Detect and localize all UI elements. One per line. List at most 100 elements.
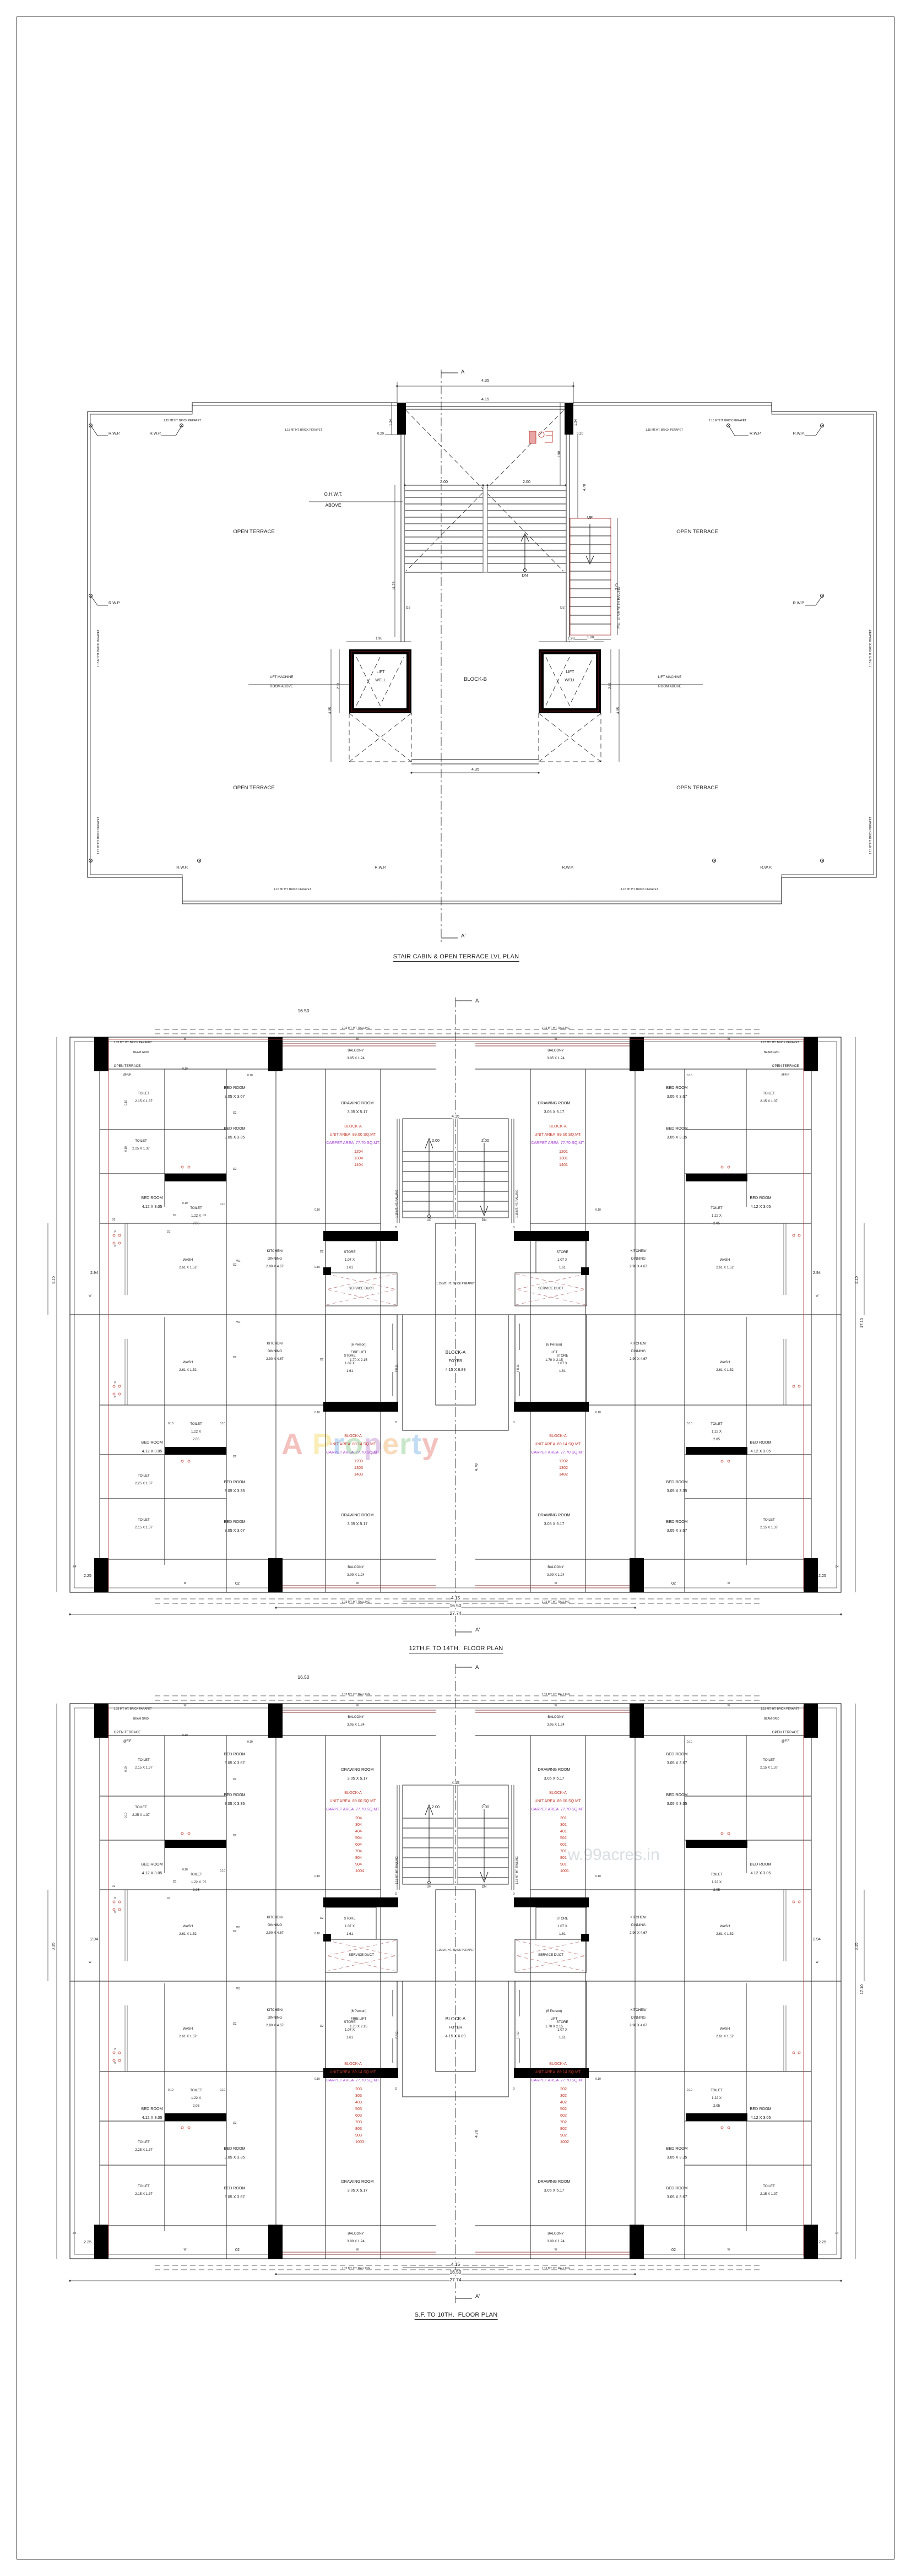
parapet-note: 1.15 MT. HT. BRICK PERAPET	[761, 1041, 799, 1044]
room-toilet-size: 2.15 X 1.37	[135, 1766, 153, 1770]
room-bedroom: BED ROOM	[224, 1792, 246, 1797]
section-mark-a-prime: A'	[461, 933, 466, 939]
room-balcony: BALCONY	[547, 1565, 564, 1569]
dimension-text: 16.50	[449, 1603, 462, 1609]
room-kitchen: KITCHEN/	[267, 1342, 283, 1346]
dimension-text: 1.00	[587, 636, 594, 640]
parapet-note: 1.15 MT.HT. BRICK PERAPET	[273, 888, 312, 891]
room-kitchen-size: 2.90 X 4.67	[266, 2024, 284, 2027]
door-tag: D2	[320, 1917, 324, 1920]
room-bedroom: BED ROOM	[224, 1126, 246, 1131]
open-terrace-label: OPEN TERRACE	[113, 1731, 141, 1734]
unit-number: 1403	[354, 1472, 363, 1477]
room-wash: WASH	[719, 1924, 730, 1928]
dimension-text: 4.35	[471, 767, 479, 772]
room-balcony: BALCONY	[348, 2232, 364, 2236]
core-block-label: BLOCK-A	[445, 1349, 466, 1355]
room-toilet: TOILET	[138, 2140, 150, 2144]
room-toilet-size: 2.05	[192, 2104, 200, 2108]
dimension-text: 2.25	[818, 2239, 826, 2244]
unit-area: UNIT AREA 89.14 SQ.MT.	[329, 2069, 377, 2074]
window-tag: W1	[236, 1321, 241, 1324]
unit-block-label: BLOCK-A	[344, 2061, 362, 2066]
door-tag: D1	[167, 1897, 171, 1900]
dimension-text: 0.10	[595, 1411, 601, 1414]
door-tag: D1	[203, 1880, 207, 1884]
window-tag: W1	[236, 1926, 241, 1929]
room-toilet-size: 2.05	[713, 2104, 720, 2108]
railing-note: 1.15 MT. HT. RALLING	[341, 1601, 370, 1604]
dimension-text: 4.15	[481, 397, 489, 402]
room-toilet-size: 1.22 X	[191, 1880, 201, 1884]
rwp-symbol	[89, 859, 93, 863]
dimension-text: 2.25	[818, 1573, 826, 1578]
unit-number: 803	[355, 2126, 362, 2131]
dimension-text: .04	[834, 1565, 839, 1569]
lift-capacity: (6 Person)	[350, 2009, 367, 2013]
room-balcony-size: 3.05 X 1.24	[547, 1056, 565, 1060]
rwp-label: R.W.P.	[562, 865, 574, 870]
window-tag: W	[356, 2248, 359, 2252]
door-tag: D2	[112, 1885, 116, 1888]
dn-label: DN	[481, 1218, 487, 1222]
room-bedroom: BED ROOM	[141, 1862, 163, 1867]
room-toilet-size: 1.22 X	[191, 1214, 201, 1218]
room-bedroom: BED ROOM	[224, 2146, 246, 2151]
unit-area: UNIT AREA 89.00 SQ.MT.	[329, 1132, 377, 1137]
unit-area: UNIT AREA 89.14 SQ.MT.	[329, 1441, 377, 1446]
room-kitchen: DINNING	[631, 1257, 646, 1261]
unit-number: 804	[355, 1855, 362, 1860]
room-kitchen-size: 2.90 X 4.67	[630, 1931, 647, 1935]
room-toilet-size: 2.25 X 1.37	[132, 1813, 150, 1817]
room-store-size: 1.07 X	[345, 1924, 355, 1928]
beam-grid-note: BEAM GRID	[133, 1717, 149, 1721]
door-tag: D2	[233, 1263, 237, 1267]
dimension-text: 2.25	[84, 1573, 91, 1578]
room-balcony-size: 3.09 X 1.24	[347, 1573, 365, 1577]
room-toilet-size: 2.15 X 1.37	[760, 1766, 778, 1770]
door-tag: D	[513, 1421, 515, 1424]
room-toilet: TOILET	[138, 1474, 150, 1478]
dimension-text: 0.10	[220, 1203, 225, 1206]
room-bedroom-size: 3.05 X 3.35	[224, 1488, 245, 1493]
dimension-text: 0.10	[687, 2089, 692, 2092]
room-store-size: 1.07 X	[557, 1924, 567, 1928]
dimension-text: 3.25	[615, 583, 619, 590]
room-bedroom: BED ROOM	[666, 1479, 688, 1484]
dimension-text: 4.78	[474, 2130, 479, 2138]
window-tag: W	[183, 1582, 187, 1585]
room-drawing-size: 3.05 X 5.17	[544, 1521, 565, 1526]
room-kitchen-size: 2.90 X 4.67	[266, 1265, 284, 1268]
dimension-text: 17.10	[859, 1318, 864, 1328]
room-drawing-size: 3.05 X 5.17	[544, 1776, 565, 1781]
dimension-text: 0.10	[314, 2078, 320, 2081]
window-tag: V	[114, 1230, 116, 1234]
service-duct-label: SERVICE DUCT	[349, 1287, 374, 1290]
unit-number: 602	[560, 2113, 567, 2118]
service-duct-label: SERVICE DUCT	[538, 1287, 563, 1290]
room-toilet: TOILET	[711, 1422, 723, 1426]
unit-number: 203	[355, 2086, 362, 2091]
unit-area: UNIT AREA 89.00 SQ.MT.	[534, 1798, 582, 1803]
block-b-label: BLOCK-B	[463, 676, 487, 682]
room-bedroom: BED ROOM	[224, 2185, 246, 2190]
room-store-size: 1.61	[346, 1932, 354, 1936]
dimension-text: 1.98	[567, 637, 575, 641]
parapet-note: 1.15 MT. HT. BRICK PERAPET	[436, 1282, 475, 1286]
room-store: STORE	[344, 1250, 356, 1254]
unit-block-label: BLOCK-A	[344, 1433, 362, 1438]
door-label: D2	[406, 606, 410, 610]
parapet-note: 1.15 MT.HT. BRICK PERAPET	[284, 429, 323, 432]
window-tag: W1	[236, 1987, 241, 1991]
room-balcony: BALCONY	[348, 1715, 364, 1719]
room-toilet-size: 2.15 X 1.37	[760, 2192, 778, 2196]
parapet-note-vertical: 1.15 MT.HT. BRICK PERAPET	[869, 816, 872, 854]
railing-note: 1.15 MT. HT. RALLING	[541, 2267, 570, 2270]
dimension-text: 0.10	[220, 2089, 225, 2092]
unit-number: 1002	[560, 2139, 569, 2144]
section-mark-a: A	[475, 998, 479, 1004]
room-toilet-size: 2.15 X 1.37	[135, 2192, 153, 2196]
dimension-text: 0.10	[687, 1740, 692, 1744]
room-toilet-size: 2.05	[192, 1222, 200, 1225]
room-bedroom: BED ROOM	[141, 1195, 163, 1200]
